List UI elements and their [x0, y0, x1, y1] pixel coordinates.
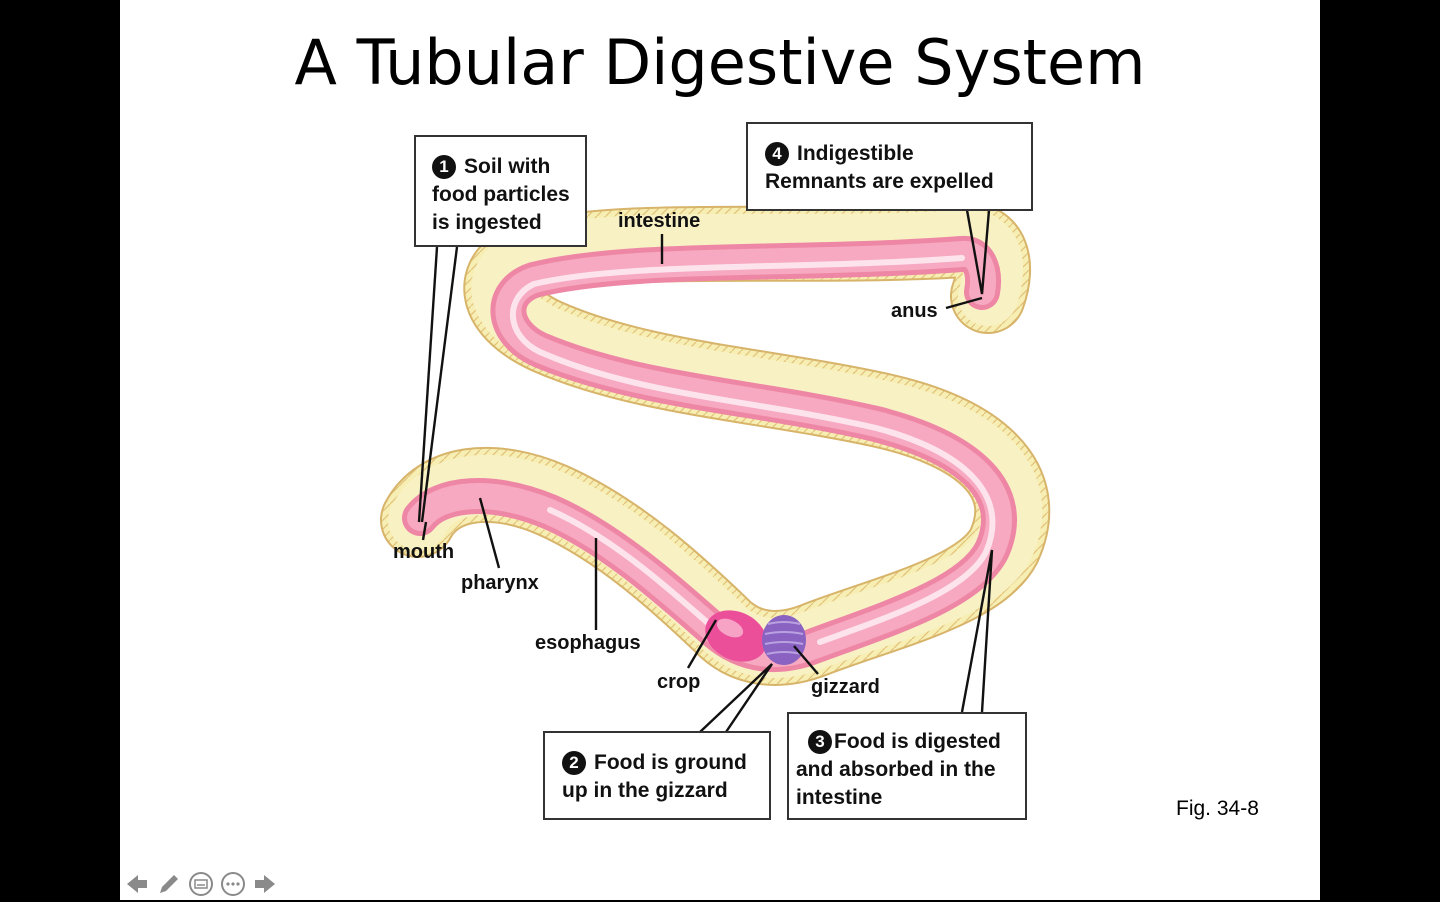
next-arrow-icon[interactable]: [252, 871, 278, 897]
step-3-badge: 3: [808, 730, 832, 754]
step-1-badge: 1: [432, 155, 456, 179]
subtitles-icon[interactable]: [188, 871, 214, 897]
callout-3-line-1: Food is digested: [834, 730, 1001, 753]
crop-highlight: [716, 618, 744, 638]
callout-2-line-1: Food is ground: [594, 751, 747, 774]
more-options-icon[interactable]: [220, 871, 246, 897]
label-esophagus: esophagus: [535, 632, 641, 654]
label-intestine: intestine: [618, 210, 701, 232]
leader-lines: [417, 209, 994, 733]
step-2-badge: 2: [562, 751, 586, 775]
callout-1-line-2: food particles: [432, 183, 570, 206]
callout-1-line-1: Soil with: [464, 155, 551, 178]
label-mouth: mouth: [393, 541, 455, 563]
digestive-tract: [402, 236, 1017, 673]
step-4-badge: 4: [765, 142, 789, 166]
earthworm-diagram: [380, 202, 1051, 733]
callout-3-line-2: and absorbed in the: [796, 758, 996, 781]
label-gizzard: gizzard: [811, 676, 880, 698]
label-pharynx: pharynx: [461, 572, 539, 594]
slideshow-controls: [124, 868, 278, 900]
callout-1-line-3: is ingested: [432, 211, 542, 234]
slide: A Tubular Digestive System: [120, 0, 1320, 900]
callout-4-line-1: Indigestible: [797, 142, 914, 165]
figure-caption: Fig. 34-8: [1176, 797, 1259, 820]
label-crop: crop: [657, 671, 701, 693]
slide-title: A Tubular Digestive System: [294, 26, 1146, 99]
callout-grinding: 2 Food is ground up in the gizzard: [543, 731, 771, 820]
callout-2-line-2: up in the gizzard: [562, 779, 728, 802]
label-anus: anus: [891, 300, 938, 322]
gizzard-bands: [764, 621, 804, 655]
pen-icon[interactable]: [156, 871, 182, 897]
callout-4-line-2: Remnants are expelled: [765, 170, 994, 193]
callout-egestion: 4 Indigestible Remnants are expelled: [746, 122, 1033, 211]
callout-3-line-3: intestine: [796, 786, 883, 809]
previous-arrow-icon[interactable]: [124, 871, 150, 897]
callout-ingestion: 1 Soil with food particles is ingested: [414, 135, 587, 247]
